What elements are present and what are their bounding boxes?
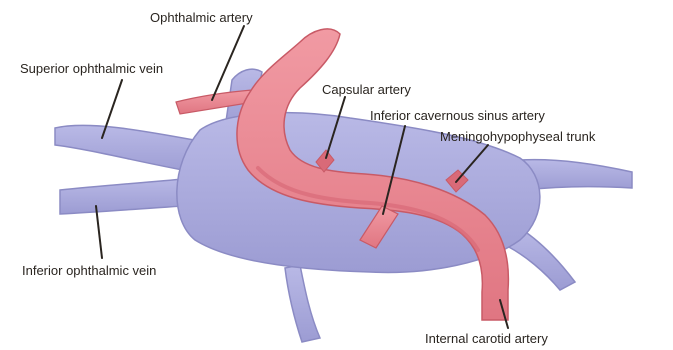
lower-vein-branch (285, 265, 320, 342)
inferior-ophthalmic-vein-leader (96, 206, 102, 258)
label-inferior-cavernous-sinus-artery: Inferior cavernous sinus artery (370, 108, 545, 123)
label-meningohypophyseal-trunk: Meningohypophyseal trunk (440, 129, 596, 144)
label-ophthalmic-artery: Ophthalmic artery (150, 10, 253, 25)
label-internal-carotid-artery: Internal carotid artery (425, 331, 548, 346)
label-superior-ophthalmic-vein: Superior ophthalmic vein (20, 61, 163, 76)
label-inferior-ophthalmic-vein: Inferior ophthalmic vein (22, 263, 156, 278)
label-capsular-artery: Capsular artery (322, 82, 411, 97)
